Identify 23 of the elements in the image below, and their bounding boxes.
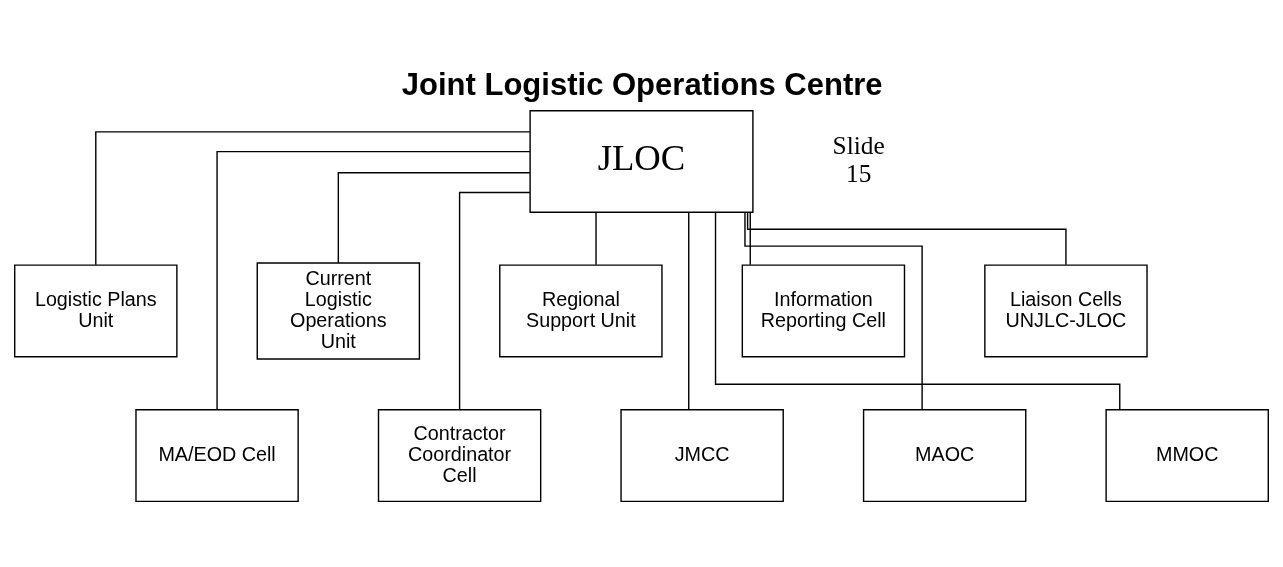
connector bbox=[749, 211, 751, 266]
connector bbox=[688, 212, 690, 410]
node-box: Logistic Plans Unit bbox=[14, 264, 178, 358]
connector bbox=[595, 211, 597, 266]
connector bbox=[746, 212, 1067, 266]
label: Slide 15 bbox=[832, 130, 885, 187]
connector bbox=[714, 211, 1121, 411]
node-box: Information Reporting Cell bbox=[741, 264, 906, 358]
node-box: MAOC bbox=[862, 409, 1027, 503]
node-box: JMCC bbox=[620, 409, 784, 503]
node-box: MMOC bbox=[1105, 409, 1269, 503]
connector bbox=[458, 191, 531, 410]
connector bbox=[744, 212, 923, 411]
connector bbox=[95, 131, 531, 266]
node-box: Liaison Cells UNJLC-JLOC bbox=[984, 264, 1148, 358]
node-box: Current Logistic Operations Unit bbox=[256, 262, 421, 360]
node-box: Regional Support Unit bbox=[499, 264, 663, 358]
node-box: JLOC bbox=[529, 110, 754, 213]
node-box: MA/EOD Cell bbox=[135, 409, 299, 503]
diagram-title: Joint Logistic Operations Centre bbox=[401, 66, 883, 102]
connector bbox=[216, 150, 531, 411]
connector bbox=[337, 172, 531, 264]
node-box: Contractor Coordinator Cell bbox=[377, 409, 542, 503]
